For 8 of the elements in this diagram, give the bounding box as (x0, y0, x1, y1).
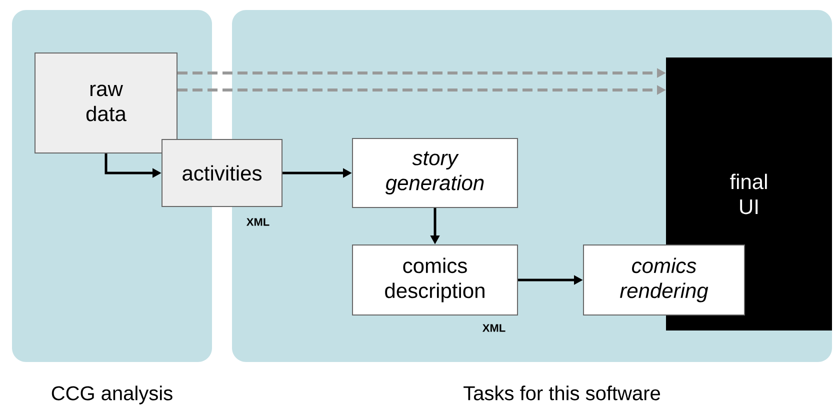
node-label: XML (246, 218, 270, 226)
process-box: comics description XML (352, 244, 518, 332)
node-label: Tasks for this software (464, 386, 660, 400)
process-box: raw data (34, 52, 178, 154)
node-label: CCG analysis (52, 386, 172, 404)
node-label: XML (482, 324, 506, 332)
process-box: comics rendering (583, 244, 745, 316)
process-box: story generation (352, 138, 518, 208)
